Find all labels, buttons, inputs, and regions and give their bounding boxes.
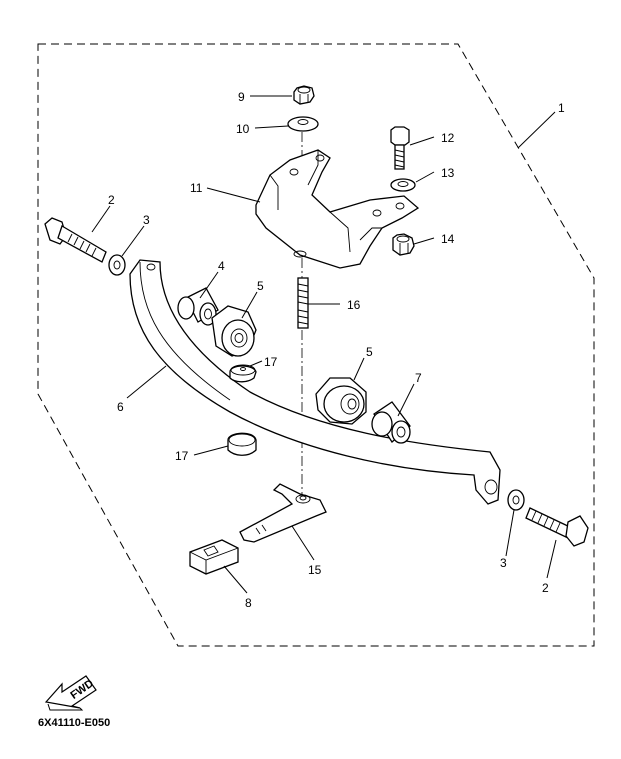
- part-13-washer: [390, 178, 416, 192]
- callout-5-upper: 5: [257, 279, 264, 293]
- part-14-nut: [392, 233, 415, 256]
- callout-12: 12: [441, 131, 455, 145]
- leader-lines: [91, 95, 557, 594]
- callout-5-lower: 5: [366, 345, 373, 359]
- callout-6: 6: [117, 400, 124, 414]
- callout-3-right: 3: [500, 556, 507, 570]
- part-3-washer-right: [507, 489, 525, 511]
- part-12-bolt: [390, 126, 410, 170]
- callout-8: 8: [245, 596, 252, 610]
- part-11-bracket: [255, 149, 420, 269]
- callout-14: 14: [441, 232, 455, 246]
- callout-17-upper: 17: [264, 355, 278, 369]
- callout-7: 7: [415, 371, 422, 385]
- fwd-arrow-icon: FWD: [44, 675, 97, 711]
- callout-9: 9: [238, 90, 245, 104]
- callout-13: 13: [441, 166, 455, 180]
- callout-3-left: 3: [143, 213, 150, 227]
- callout-11: 11: [190, 181, 203, 195]
- part-6-strap: [129, 259, 501, 505]
- part-9-nut: [293, 85, 315, 105]
- callout-labels: 1 9 10 11 12 13 14 2 3 4 5 16 17 6 5 7 1…: [108, 90, 565, 610]
- part-2-bolt-left: [44, 217, 107, 263]
- part-5-mount-upper: [211, 305, 257, 357]
- callout-2-left: 2: [108, 193, 115, 207]
- callout-16: 16: [347, 298, 361, 312]
- part-17-grommet-lower: [227, 432, 257, 456]
- callout-4: 4: [218, 259, 225, 273]
- part-15-lever: [239, 483, 327, 543]
- callout-10: 10: [236, 122, 250, 136]
- part-3-washer-left: [108, 254, 126, 276]
- part-5-mount-lower: [315, 377, 367, 425]
- part-17-grommet-upper: [229, 364, 257, 383]
- callout-15: 15: [308, 563, 322, 577]
- callout-2-right: 2: [542, 581, 549, 595]
- diagram-code: 6X41110-E050: [38, 717, 110, 729]
- assembly-boundary: [37, 43, 595, 647]
- callout-17-lower: 17: [175, 449, 189, 463]
- part-16-stud: [297, 277, 309, 329]
- part-7-bushing: [371, 401, 411, 444]
- part-10-washer: [287, 116, 319, 132]
- part-8-block: [189, 539, 239, 575]
- callout-1: 1: [558, 101, 565, 115]
- part-2-bolt-right: [525, 507, 589, 547]
